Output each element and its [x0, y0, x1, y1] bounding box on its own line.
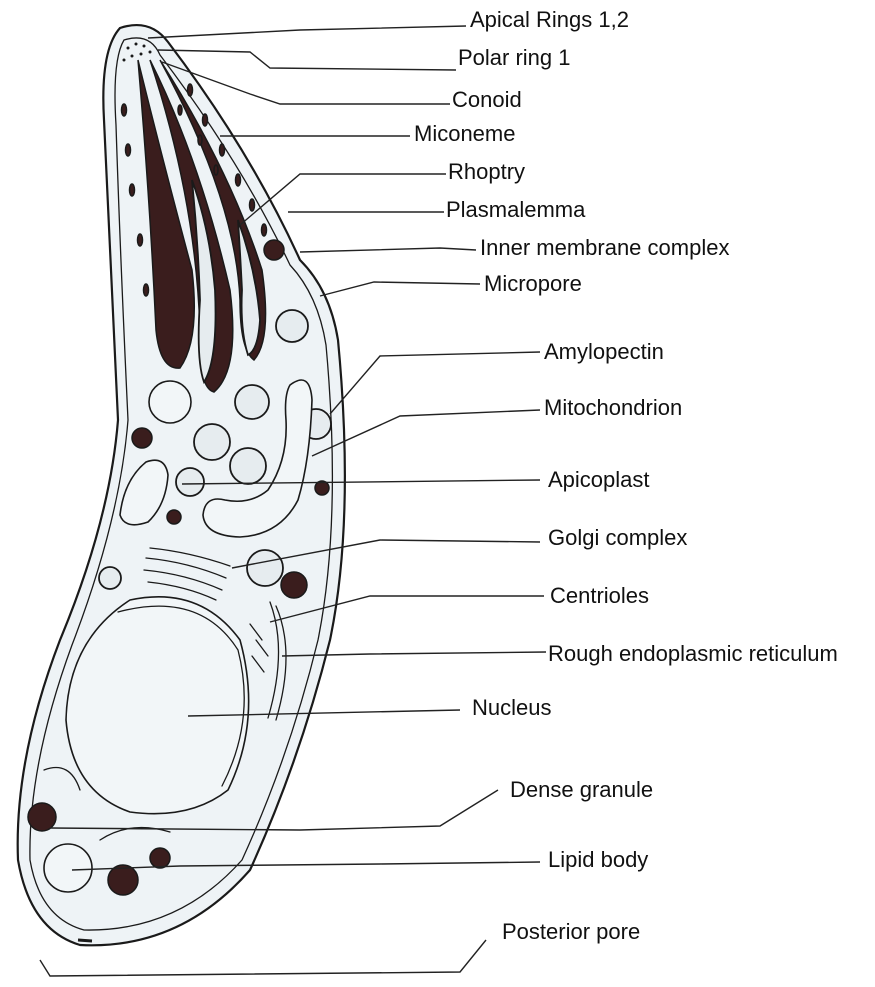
posterior-pore: [78, 940, 92, 941]
label-plasmalemma: Plasmalemma: [446, 198, 585, 222]
label-dense-granule: Dense granule: [510, 778, 653, 802]
label-inner-membrane-complex: Inner membrane complex: [480, 236, 729, 260]
lipid-body: [149, 381, 191, 423]
label-rhoptry: Rhoptry: [448, 160, 525, 184]
label-micropore: Micropore: [484, 272, 582, 296]
dense-granule: [132, 428, 152, 448]
label-apicoplast: Apicoplast: [548, 468, 650, 492]
label-polar-ring: Polar ring 1: [458, 46, 571, 70]
label-centrioles: Centrioles: [550, 584, 649, 608]
label-microneme: Miconeme: [414, 122, 515, 146]
dense-granule: [28, 803, 56, 831]
label-nucleus: Nucleus: [472, 696, 551, 720]
dense-granule: [167, 510, 181, 524]
label-rough-er: Rough endoplasmic reticulum: [548, 642, 838, 666]
lipid-body: [44, 844, 92, 892]
label-conoid: Conoid: [452, 88, 522, 112]
label-lipid-body: Lipid body: [548, 848, 648, 872]
label-apical-rings: Apical Rings 1,2: [470, 8, 629, 32]
dense-granule: [264, 240, 284, 260]
label-amylopectin: Amylopectin: [544, 340, 664, 364]
dense-granule: [150, 848, 170, 868]
dense-granule: [108, 865, 138, 895]
label-golgi-complex: Golgi complex: [548, 526, 687, 550]
label-posterior-pore: Posterior pore: [502, 920, 640, 944]
label-mitochondrion: Mitochondrion: [544, 396, 682, 420]
dense-granule: [281, 572, 307, 598]
